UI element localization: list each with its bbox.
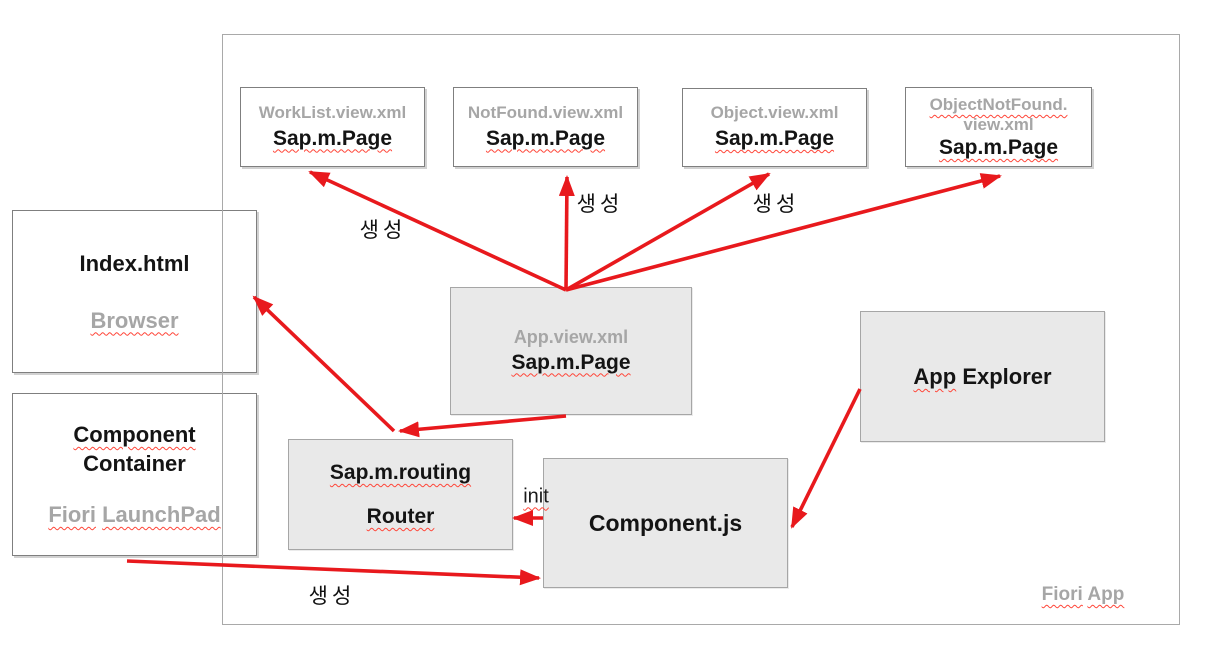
app-view-filename: App.view.xml bbox=[513, 326, 629, 347]
fiori-launchpad-word2: LaunchPad bbox=[102, 502, 221, 527]
component-js-title: Component.js bbox=[588, 509, 743, 536]
arrow-container-to-component-js bbox=[126, 559, 541, 586]
arrow-app-view-to-router bbox=[398, 414, 567, 438]
objectnotfound-view-control: Sap.m.Page bbox=[938, 136, 1059, 159]
fiori-app-word2: App bbox=[1087, 584, 1125, 605]
worklist-view-filename: WorkList.view.xml bbox=[258, 102, 407, 122]
fiori-launchpad-word1: Fiori bbox=[48, 502, 96, 527]
node-app-view: App.view.xml Sap.m.Page bbox=[450, 287, 692, 415]
arrow-router-to-index-html bbox=[252, 295, 396, 433]
node-component-js: Component.js bbox=[543, 458, 788, 588]
node-notfound-view: NotFound.view.xml Sap.m.Page bbox=[453, 87, 638, 167]
notfound-view-control: Sap.m.Page bbox=[485, 126, 606, 150]
node-object-view: Object.view.xml Sap.m.Page bbox=[682, 88, 867, 167]
component-container-subtitle: Fiori LaunchPad bbox=[48, 500, 220, 529]
index-html-subtitle: Browser bbox=[90, 307, 179, 333]
app-explorer-title: App Explorer bbox=[913, 362, 1051, 391]
label-create-worklist: 생성 bbox=[359, 219, 407, 242]
arrow-app-explorer-to-component-js bbox=[790, 388, 862, 529]
component-container-title-line2: Container bbox=[83, 451, 186, 476]
node-router: Sap.m.routing Router bbox=[288, 439, 513, 550]
label-create-object: 생성 bbox=[752, 193, 800, 216]
index-html-title: Index.html bbox=[79, 250, 190, 276]
arrow-app-view-to-worklist bbox=[308, 170, 567, 292]
label-create-component: 생성 bbox=[308, 585, 356, 608]
node-worklist-view: WorkList.view.xml Sap.m.Page bbox=[240, 87, 425, 167]
label-create-notfound: 생성 bbox=[576, 193, 624, 216]
arrow-app-view-to-notfound bbox=[558, 175, 575, 291]
router-line1: Sap.m.routing bbox=[329, 461, 472, 484]
objectnotfound-view-filename-line1: ObjectNotFound. bbox=[929, 95, 1068, 114]
node-app-explorer: App Explorer bbox=[860, 311, 1105, 442]
app-explorer-word1: App bbox=[913, 364, 957, 389]
node-index-html: Index.html Browser bbox=[12, 210, 257, 373]
component-container-title-line1: Component bbox=[73, 422, 196, 447]
node-component-container: Component Container Fiori LaunchPad bbox=[12, 393, 257, 556]
objectnotfound-view-filename-line2: view.xml bbox=[963, 115, 1034, 134]
object-view-control: Sap.m.Page bbox=[714, 127, 835, 150]
label-init: init bbox=[523, 485, 549, 508]
label-fiori-app: Fiori App bbox=[1042, 584, 1125, 606]
notfound-view-filename: NotFound.view.xml bbox=[467, 102, 624, 122]
fiori-app-word1: Fiori bbox=[1041, 584, 1083, 605]
router-line2: Router bbox=[366, 505, 435, 528]
node-objectnotfound-view: ObjectNotFound. view.xml Sap.m.Page bbox=[905, 87, 1092, 167]
worklist-view-control: Sap.m.Page bbox=[272, 126, 393, 150]
object-view-filename: Object.view.xml bbox=[710, 103, 839, 122]
app-view-control: Sap.m.Page bbox=[511, 350, 631, 374]
app-explorer-word2: Explorer bbox=[962, 364, 1052, 389]
